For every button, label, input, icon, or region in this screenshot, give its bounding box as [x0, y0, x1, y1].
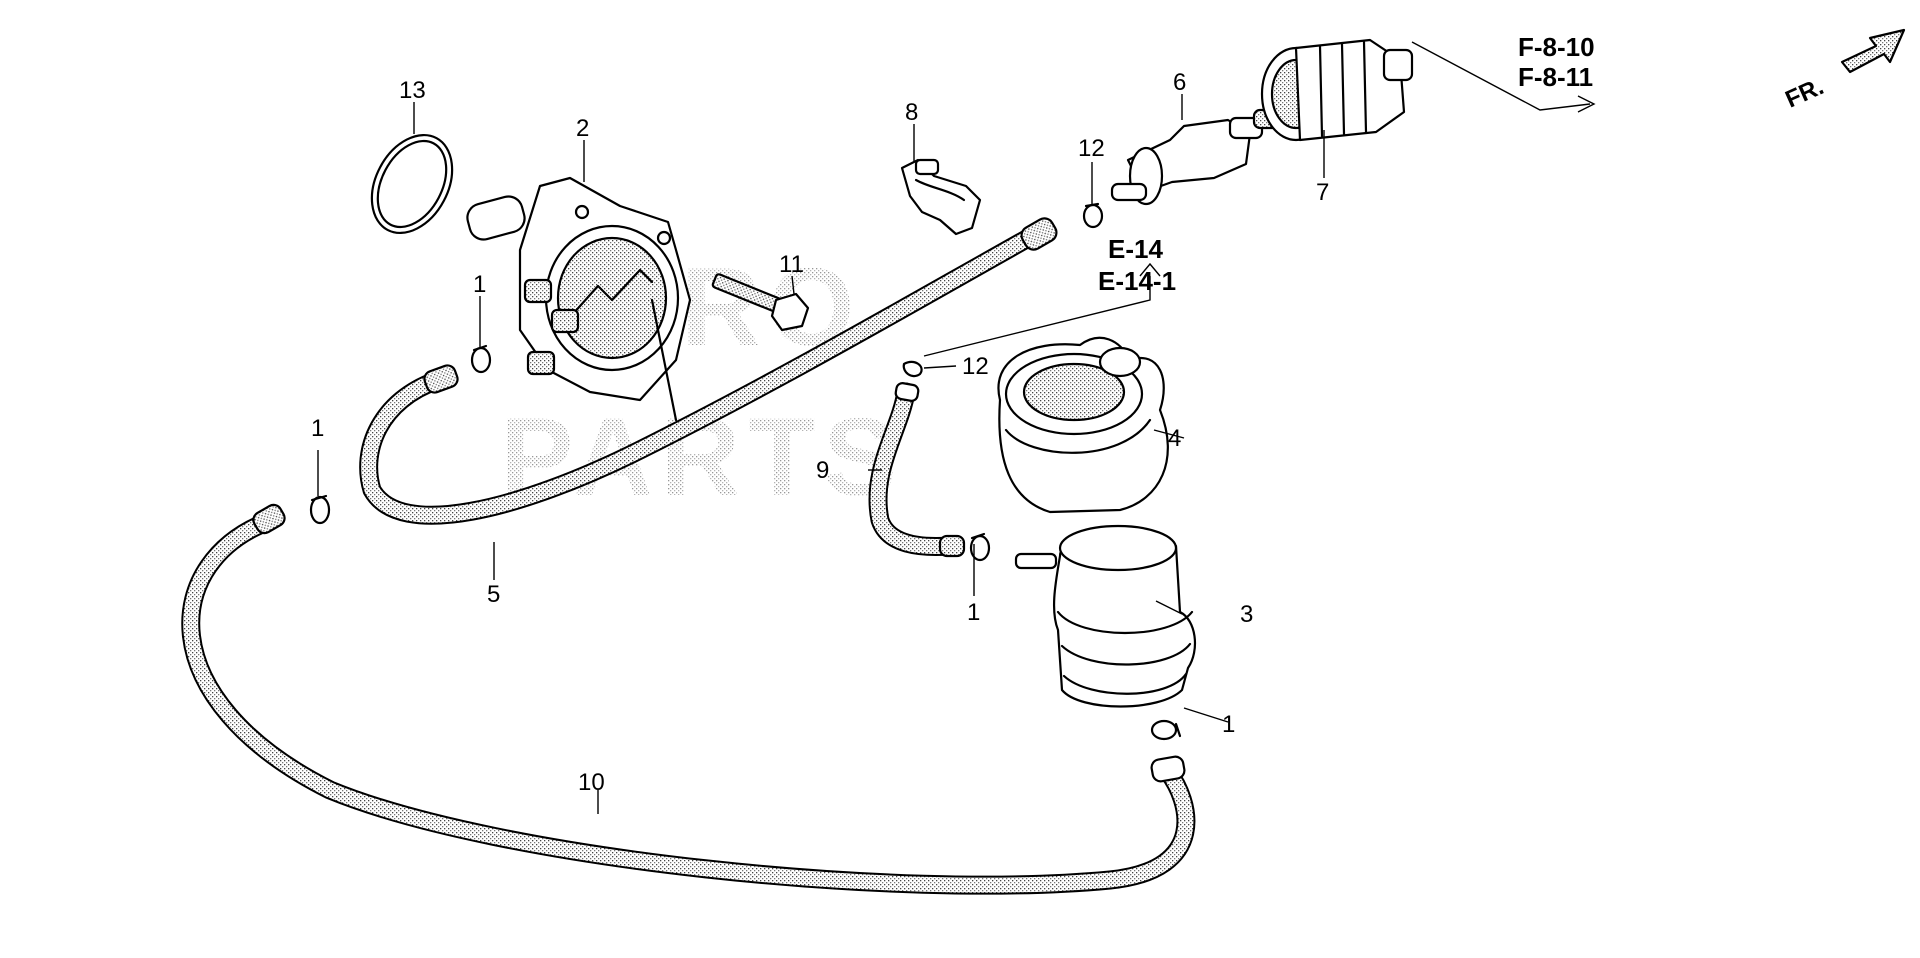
callout-6: 6	[1173, 69, 1186, 96]
callout-1-c: 1	[967, 599, 980, 626]
front-label: FR.	[1781, 73, 1827, 113]
part-9-hose[interactable]	[868, 382, 966, 558]
callout-10: 10	[578, 769, 605, 796]
part-10-hose[interactable]	[181, 502, 1196, 895]
callout-13: 13	[399, 77, 426, 104]
ref-f-8-10[interactable]: F-8-10	[1518, 32, 1595, 62]
part-1-clamp-b[interactable]	[309, 494, 331, 525]
part-5-hose[interactable]	[359, 215, 1060, 525]
leader-lines	[317, 41, 1596, 814]
ref-e-14-1[interactable]: E-14-1	[1098, 266, 1176, 296]
part-2-fuel-pump[interactable]	[464, 176, 692, 422]
callouts: 13 2 1 1 5 1 1 3 4 12 9 10 11 8 12 6 7	[311, 69, 1329, 796]
callout-1-a: 1	[473, 271, 486, 298]
callout-3: 3	[1240, 601, 1253, 628]
part-12-clip-b[interactable]	[902, 360, 923, 378]
front-arrow-icon	[1840, 28, 1906, 74]
callout-4: 4	[1168, 425, 1181, 452]
section-references: E-14 E-14-1 F-8-10 F-8-11	[1098, 32, 1595, 296]
callout-11: 11	[779, 251, 804, 278]
part-8-clip[interactable]	[900, 158, 982, 236]
part-1-clamp-a[interactable]	[470, 344, 492, 374]
callout-8: 8	[905, 99, 918, 126]
part-3-fuel-filter[interactable]	[1014, 524, 1196, 708]
callout-5: 5	[487, 581, 500, 608]
ref-f-8-11[interactable]: F-8-11	[1518, 62, 1593, 92]
callout-1-b: 1	[311, 415, 324, 442]
part-7-strainer-cap[interactable]	[1260, 38, 1414, 142]
part-4-housing[interactable]	[997, 336, 1169, 514]
part-12-clip-a[interactable]	[1082, 202, 1104, 229]
part-1-clamp-d[interactable]	[1150, 719, 1182, 741]
ref-e-14[interactable]: E-14	[1108, 234, 1163, 264]
part-11-bolt[interactable]	[711, 273, 810, 332]
callout-12-a: 12	[1078, 135, 1105, 162]
callout-12-b: 12	[962, 353, 989, 380]
part-6-fitting[interactable]	[1110, 108, 1288, 206]
callout-2: 2	[576, 115, 589, 142]
callout-7: 7	[1316, 179, 1329, 206]
callout-9: 9	[816, 457, 829, 484]
part-1-clamp-c[interactable]	[969, 532, 991, 562]
front-direction-indicator: FR.	[1781, 28, 1906, 113]
part-13-o-ring[interactable]	[356, 121, 468, 247]
callout-1-d: 1	[1222, 711, 1235, 738]
